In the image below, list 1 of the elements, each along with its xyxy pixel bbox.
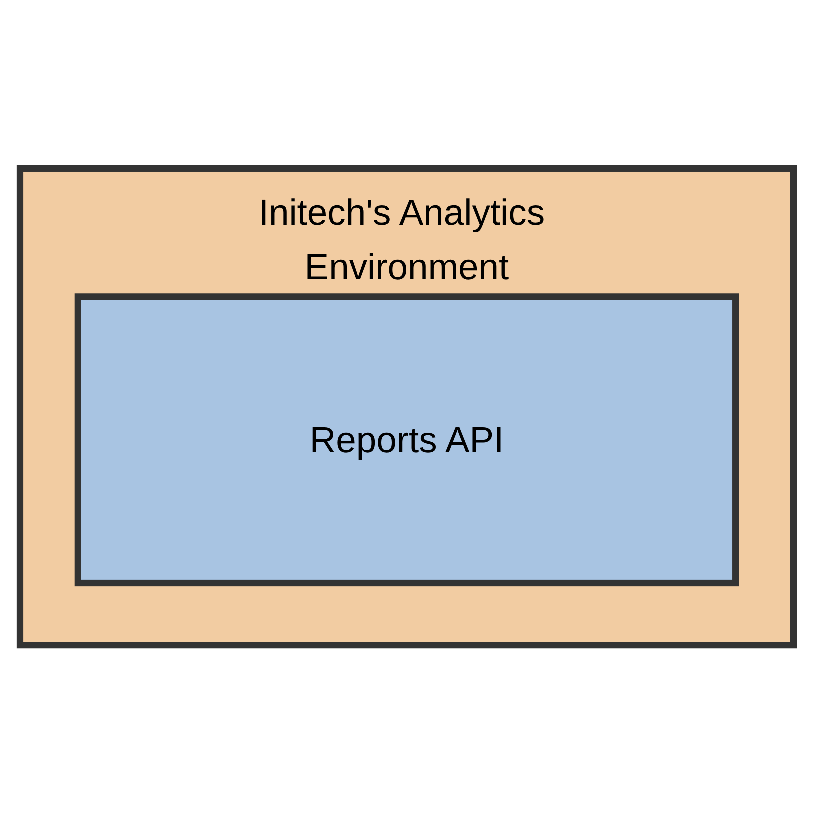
node-box: Reports API <box>74 294 740 587</box>
